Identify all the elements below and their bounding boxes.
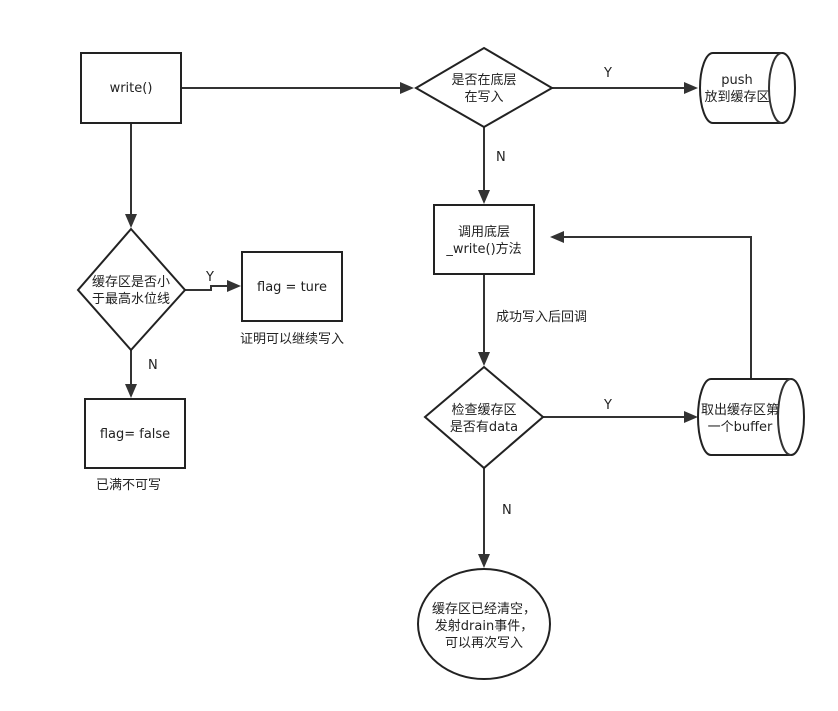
node-check-buffer-line2: 是否有data [450,420,518,435]
arrowhead [478,352,490,366]
node-is-writing-diamond [414,46,554,129]
node-push-cylinder [699,52,796,124]
node-check-buffer: 检查缓存区 是否有data [423,365,545,470]
arrowhead [125,214,137,228]
arrowhead [227,280,241,292]
node-is-writing: 是否在底层 在写入 [414,46,554,129]
node-take-buffer-line1: 取出缓存区第 [701,403,779,418]
node-flag-false-box [84,398,186,469]
node-take-buffer: 取出缓存区第 一个buffer [697,378,805,456]
node-drained-line3: 可以再次写入 [445,635,523,651]
node-flag-true-box [241,251,343,322]
annotation-can-continue: 证明可以继续写入 [240,332,344,347]
node-is-writing-line1: 是否在底层 [451,72,516,88]
node-check-buffer-diamond [423,365,545,470]
edge-label-check-yes: Y [603,398,612,413]
node-drained-ellipse [417,568,551,680]
node-flag-false-label: flag= false [100,427,170,442]
node-drained-line1: 缓存区已经清空， [432,602,536,617]
arrowhead [684,411,698,423]
arrowhead [478,554,490,568]
edge-label-check-no: N [502,503,512,518]
edge-label-is-writing-no: N [496,150,506,165]
node-flag-true-label: flag = ture [257,280,327,295]
annotation-callback: 成功写入后回调 [496,310,587,325]
node-write-label: write() [110,81,153,96]
node-flag-true: flag = ture [241,251,343,322]
node-call-write-line2: _write()方法 [445,241,521,257]
annotation-full: 已满不可写 [96,478,161,493]
node-take-buffer-cylinder-edge [777,378,792,456]
arrowhead [550,231,564,243]
node-below-hwm: 缓存区是否小 于最高水位线 [76,227,187,352]
arrowhead [125,384,137,398]
connectors [125,82,752,568]
arrowhead [400,82,414,94]
node-push-line1: push [721,73,753,88]
arrowhead [684,82,698,94]
node-push: push 放到缓存区 [699,52,796,124]
node-check-buffer-line1: 检查缓存区 [451,403,516,418]
node-below-hwm-diamond [76,227,187,352]
node-call-write: 调用底层 _write()方法 [433,204,535,275]
node-write-box [80,52,182,124]
node-is-writing-line2: 在写入 [464,90,503,105]
edge-hwm-yes [185,285,229,291]
node-push-cylinder-edge [768,52,783,124]
node-drained: 缓存区已经清空， 发射drain事件， 可以再次写入 [417,568,551,680]
node-call-write-box [433,204,535,275]
node-take-buffer-line2: 一个buffer [708,420,773,435]
node-flag-false: flag= false [84,398,186,469]
node-below-hwm-line1: 缓存区是否小 [92,275,170,290]
node-drained-line2: 发射drain事件， [435,618,533,634]
node-call-write-line1: 调用底层 [458,224,510,240]
edge-label-hwm-yes: Y [205,270,214,285]
edge-loop-back [562,236,752,379]
arrowhead [478,190,490,204]
edge-label-hwm-no: N [148,358,158,373]
node-write: write() [80,52,182,124]
node-push-line2: 放到缓存区 [704,90,769,105]
node-below-hwm-line2: 于最高水位线 [92,291,170,307]
edge-label-is-writing-yes: Y [603,66,612,81]
